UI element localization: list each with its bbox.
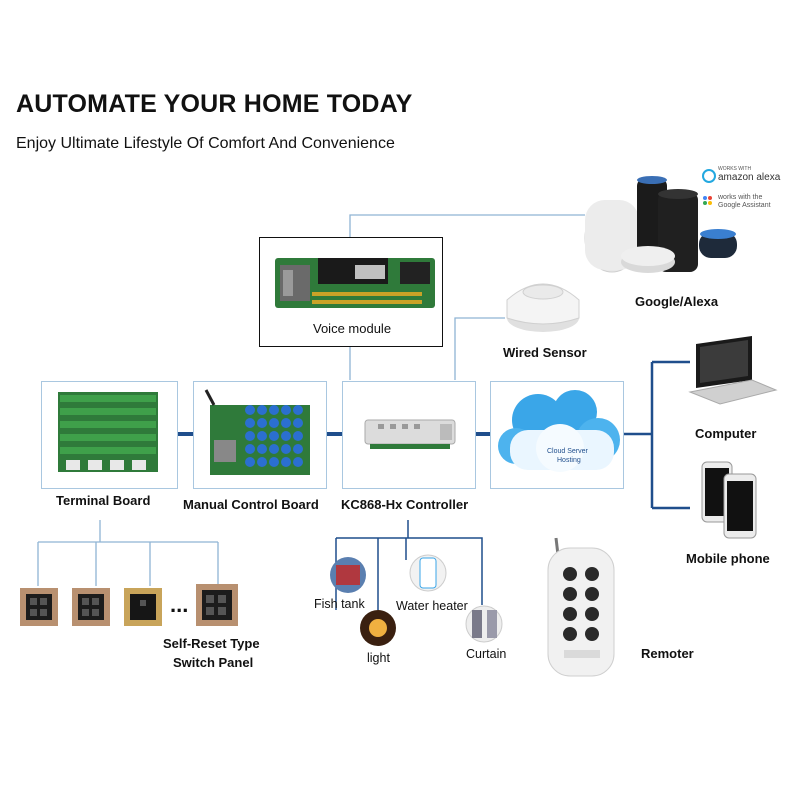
line-controller-to-sensor xyxy=(454,317,505,380)
switch-panel-4 xyxy=(196,584,238,626)
alexa-badge: WORKS WITH amazon alexa works with the G… xyxy=(702,166,797,214)
cloud-label-line1: Cloud Server xyxy=(547,448,588,455)
switch-panel-1 xyxy=(20,588,58,626)
water-heater-icon xyxy=(409,554,447,592)
light-label: light xyxy=(367,651,390,665)
light-icon xyxy=(360,610,396,646)
switch-panel-3 xyxy=(124,588,162,626)
assistant-line2: Google Assistant xyxy=(718,202,771,209)
curtain-icon xyxy=(465,605,503,643)
alexa-icon xyxy=(702,169,716,183)
google-alexa-label: Google/Alexa xyxy=(635,294,719,309)
wired-sensor-label: Wired Sensor xyxy=(503,345,587,360)
controller-label: KC868-Hx Controller xyxy=(341,497,469,512)
switch-panel-label-line1: Self-Reset Type xyxy=(163,636,260,651)
fish-tank-label: Fish tank xyxy=(314,597,365,611)
remoter-label: Remoter xyxy=(641,646,694,661)
page-subtitle: Enjoy Ultimate Lifestyle Of Comfort And … xyxy=(16,135,395,152)
google-assistant-icon xyxy=(703,196,713,206)
switch-panel-2 xyxy=(72,588,110,626)
alexa-brand: amazon alexa xyxy=(718,172,781,183)
alexa-works-with: WORKS WITH xyxy=(718,166,752,172)
curtain-label: Curtain xyxy=(466,647,507,661)
page-title: AUTOMATE YOUR HOME TODAY xyxy=(16,90,413,118)
fish-tank-icon xyxy=(330,557,366,593)
computer-label: Computer xyxy=(695,426,757,441)
cloud-label-line2: Hosting xyxy=(557,457,581,464)
switch-ellipsis: ... xyxy=(170,592,189,617)
terminal-board-label: Terminal Board xyxy=(56,493,151,508)
assistant-line1: works with the xyxy=(718,194,763,201)
switch-panel-label-line2: Switch Panel xyxy=(173,655,254,670)
mobile-phone-label: Mobile phone xyxy=(686,551,770,566)
manual-control-board-label: Manual Control Board xyxy=(183,497,319,512)
voice-module-label: Voice module xyxy=(313,321,392,336)
water-heater-label: Water heater xyxy=(396,599,468,613)
